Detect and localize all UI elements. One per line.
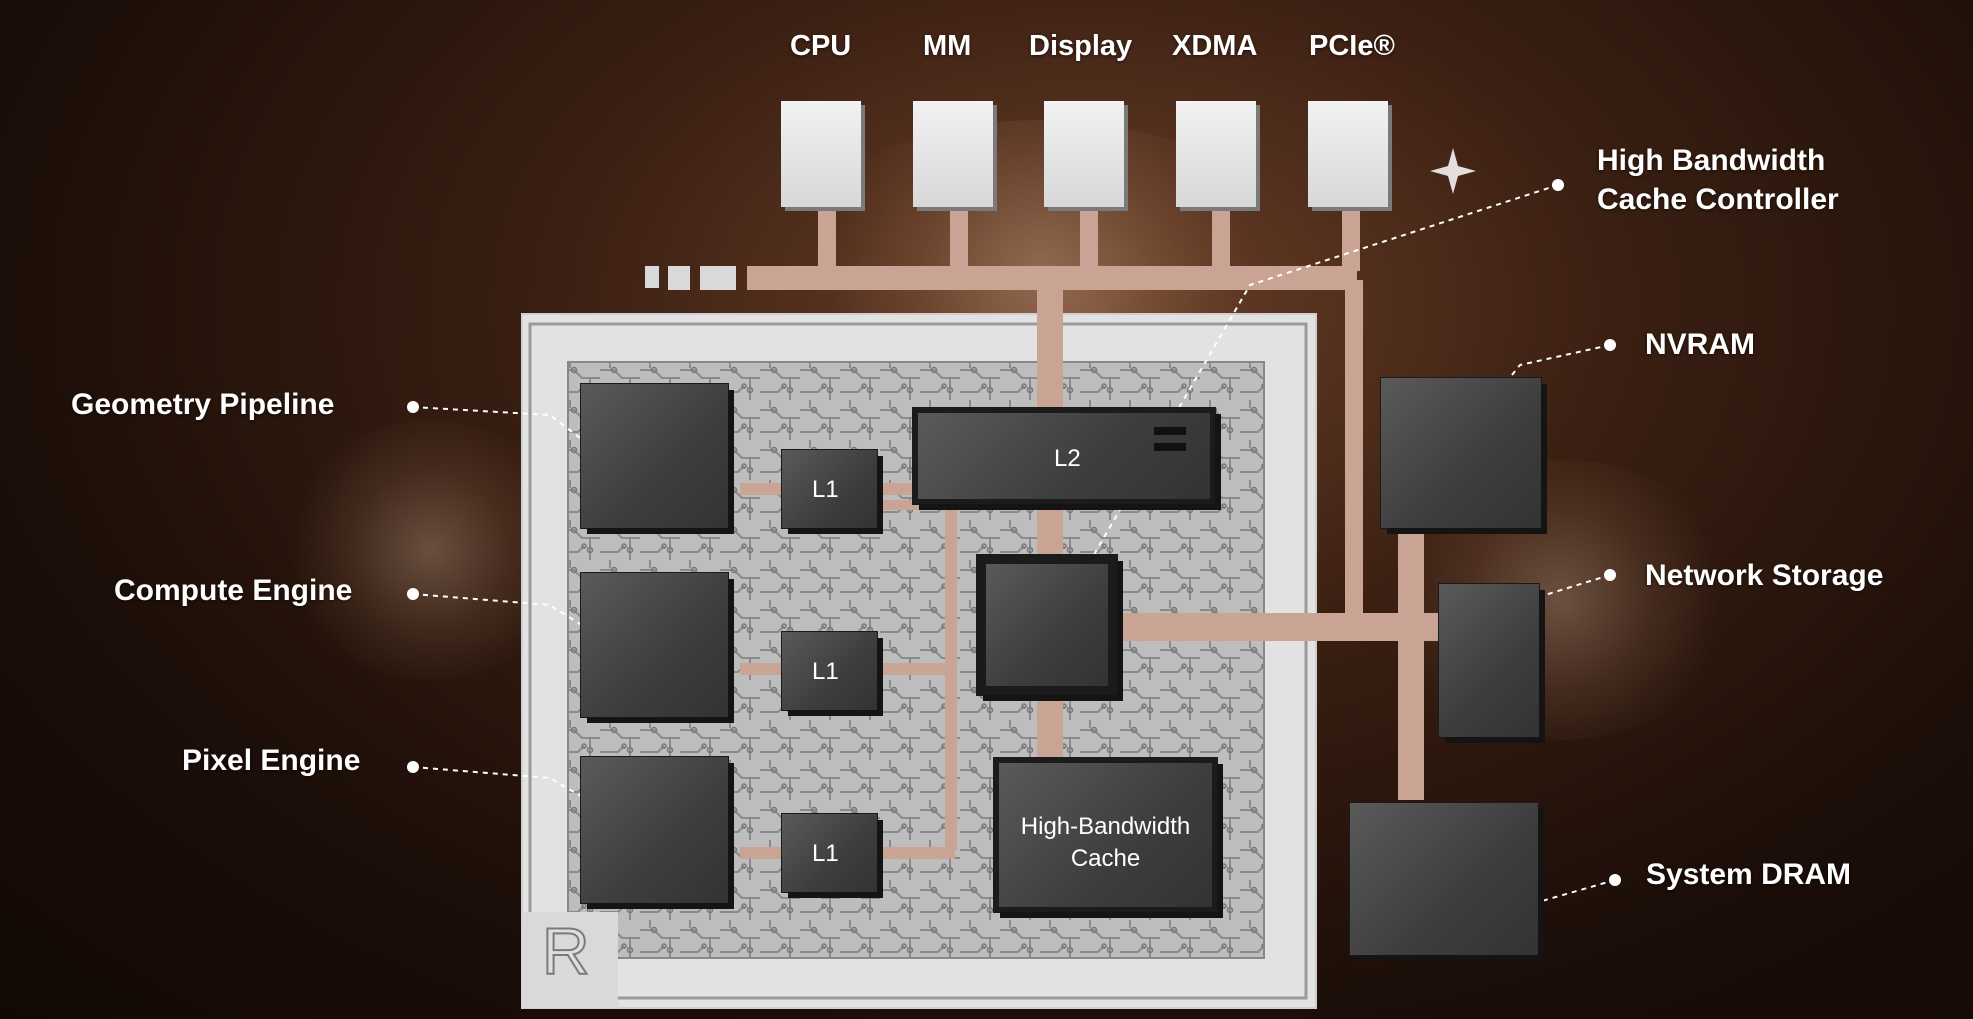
port-label-display: Display bbox=[1029, 30, 1133, 62]
l2-indicator bbox=[1154, 427, 1186, 435]
l1-cache-label: L1 bbox=[812, 658, 839, 685]
callout-compute-engine: Compute Engine bbox=[114, 574, 353, 607]
port-label-pcie: PCIe® bbox=[1309, 30, 1395, 62]
l1-cache-block: L1 bbox=[782, 814, 877, 892]
callout-network-storage: Network Storage bbox=[1645, 559, 1884, 592]
compute-engine-block bbox=[581, 573, 728, 717]
port-label-xdma: XDMA bbox=[1172, 30, 1258, 62]
pixel-engine-block bbox=[581, 757, 728, 903]
bus-stub bbox=[700, 266, 736, 290]
star-sparkle bbox=[1430, 148, 1476, 194]
nvram-block bbox=[1381, 378, 1541, 528]
high-bandwidth-cache-label: High-Bandwidth Cache bbox=[999, 811, 1212, 876]
port-block-mm bbox=[913, 101, 993, 207]
bus-stub bbox=[645, 266, 659, 288]
high-bandwidth-cache-block: High-Bandwidth Cache bbox=[994, 758, 1217, 912]
l2-indicator bbox=[1154, 443, 1186, 451]
port-block-display bbox=[1044, 101, 1124, 207]
l2-cache-label: L2 bbox=[1054, 445, 1081, 472]
callout-nvram: NVRAM bbox=[1645, 328, 1755, 361]
callout-hbcc-line1: High Bandwidth bbox=[1597, 144, 1826, 177]
port-block-pcie bbox=[1308, 101, 1388, 207]
port-label-mm: MM bbox=[923, 30, 972, 62]
logo-corner bbox=[522, 912, 618, 1008]
hbc-label-line1: High-Bandwidth bbox=[1020, 813, 1191, 840]
hbc-label-line2: Cache bbox=[1070, 845, 1141, 873]
callout-pixel-engine: Pixel Engine bbox=[182, 744, 361, 777]
callout-system-dram: System DRAM bbox=[1646, 858, 1852, 891]
l1-cache-label: L1 bbox=[812, 476, 839, 503]
port-block-xdma bbox=[1176, 101, 1256, 207]
l1-cache-block: L1 bbox=[782, 450, 877, 528]
callout-geometry-pipeline: Geometry Pipeline bbox=[71, 388, 335, 421]
port-label-cpu: CPU bbox=[790, 30, 852, 62]
l2-cache-block: L2 bbox=[913, 408, 1215, 504]
network-storage-block bbox=[1439, 584, 1539, 737]
hbcc-block bbox=[977, 555, 1117, 695]
callout-hbcc-line2: Cache Controller bbox=[1597, 183, 1839, 216]
callout-hbcc: High Bandwidth Cache Controller bbox=[1597, 141, 1839, 219]
l1-cache-label: L1 bbox=[812, 840, 839, 867]
logo-letter: R bbox=[541, 914, 591, 988]
port-block-cpu bbox=[781, 101, 861, 207]
system-dram-block bbox=[1350, 803, 1538, 955]
bus-stub bbox=[668, 266, 690, 290]
geometry-pipeline-block bbox=[581, 384, 728, 528]
l1-cache-block: L1 bbox=[782, 632, 877, 710]
